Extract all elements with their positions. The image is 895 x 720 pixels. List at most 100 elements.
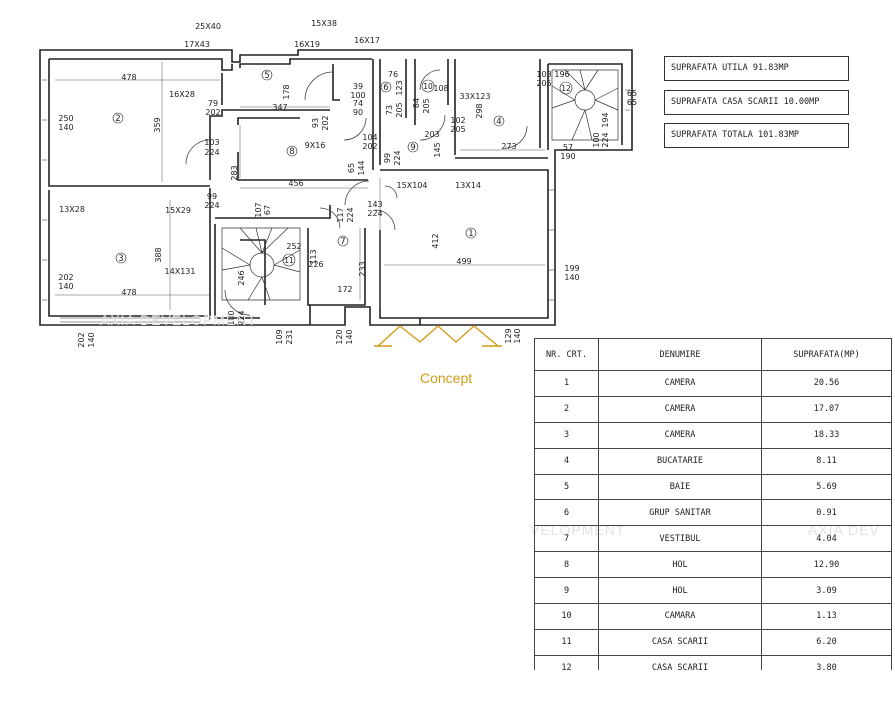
staircase-lower [221, 227, 301, 301]
dim: 65 [347, 163, 356, 173]
dim: 100 [592, 132, 601, 147]
room-number-4: 4 [496, 117, 501, 127]
dim: 205 [536, 79, 551, 88]
dim: 359 [153, 117, 162, 132]
dim: 74 [353, 99, 363, 108]
dim: 273 [501, 142, 516, 151]
row-name: HOL [598, 551, 762, 579]
dim: 73 [385, 105, 394, 115]
dim: 99 [207, 192, 217, 201]
dim: 202 [77, 332, 86, 347]
dim: 250 [58, 114, 73, 123]
dim: 102 [450, 116, 465, 125]
row-number: 9 [534, 577, 599, 605]
dim: 224 [237, 310, 246, 325]
dimension-labels: 25X40 17X43 16X28 79 202 478 347 178 15X… [58, 19, 637, 348]
header-denumire: DENUMIRE [598, 338, 762, 371]
dim: 478 [121, 73, 136, 82]
header-nr-crt: NR. CRT. [534, 338, 599, 371]
dim: 202 [321, 115, 330, 130]
row-area: 12.90 [761, 551, 892, 579]
dim: 16X19 [294, 40, 320, 49]
dim: 15X104 [397, 181, 428, 190]
row-area: 20.56 [761, 370, 892, 397]
room-numbers: 1 2 3 4 5 6 7 8 9 10 11 12 [112, 69, 573, 267]
row-area: 8.11 [761, 447, 892, 475]
dim: 117 [336, 207, 345, 222]
dim: 224 [346, 207, 355, 222]
dim: 202 [362, 142, 377, 151]
dim: 205 [422, 98, 431, 113]
row-name: CAMERA [598, 370, 762, 397]
room-number-3: 3 [118, 254, 123, 264]
dim: 15X29 [165, 206, 191, 215]
row-number: 5 [534, 473, 599, 501]
dim: 224 [204, 148, 219, 157]
row-name: VESTIBUL [598, 525, 762, 553]
dim: 199 [564, 264, 579, 273]
table-header-row: NR. CRT. DENUMIRE SUPRAFATA(MP) [534, 338, 892, 371]
dim: 14X131 [165, 267, 196, 276]
dim: 224 [204, 201, 219, 210]
dim: 129 [504, 328, 513, 343]
dim: 144 [357, 160, 366, 175]
row-name: BUCATARIE [598, 447, 762, 475]
staircase-upper [551, 69, 619, 141]
row-number: 11 [534, 628, 599, 656]
dim: 25X40 [195, 22, 221, 31]
dim: 76 [388, 70, 398, 79]
dim: 226 [308, 260, 323, 269]
dim: 190 [560, 152, 575, 161]
watermark: AXIA DEVELOPMENT [100, 312, 257, 328]
room-number-10: 10 [423, 82, 433, 91]
room-number-6: 6 [383, 83, 388, 93]
row-name: CASA SCARII [598, 628, 762, 656]
row-number: 2 [534, 395, 599, 423]
dim: 15X38 [311, 19, 337, 28]
dim: 224 [393, 150, 402, 165]
dim: 224 [367, 209, 382, 218]
room-number-12: 12 [561, 84, 571, 93]
dim: 202 [58, 273, 73, 282]
room-number-8: 8 [289, 147, 294, 157]
dim: 252 [286, 242, 301, 251]
dim: 196 [554, 70, 569, 79]
dim: 9X16 [305, 141, 326, 150]
row-name: CAMERA [598, 395, 762, 423]
suprafata-totala-box: SUPRAFATA TOTALA 101.83MP [664, 123, 849, 148]
dim: 33X123 [460, 92, 491, 101]
room-number-9: 9 [410, 143, 415, 153]
dim: 120 [335, 329, 344, 344]
dim: 104 [362, 133, 377, 142]
row-area: 17.07 [761, 395, 892, 423]
dim: 205 [395, 102, 404, 117]
dim: 140 [564, 273, 579, 282]
row-number: 1 [534, 370, 599, 397]
row-area: 3.09 [761, 577, 892, 605]
dim: 99 [383, 153, 392, 163]
dim: 224 [601, 132, 610, 147]
room-number-11: 11 [284, 256, 294, 265]
dim: 93 [311, 118, 320, 128]
dim: 13X28 [59, 205, 85, 214]
row-number: 8 [534, 551, 599, 579]
dim: 233 [358, 261, 367, 276]
dim: 16X17 [354, 36, 380, 45]
room-number-1: 1 [468, 229, 473, 239]
dim: 478 [121, 288, 136, 297]
room-number-7: 7 [340, 237, 345, 247]
row-number: 3 [534, 421, 599, 449]
dim: 65 [627, 98, 637, 107]
dim: 57 [563, 143, 573, 152]
dim: 143 [367, 200, 382, 209]
dim: 298 [475, 103, 484, 118]
row-area: 5.69 [761, 473, 892, 501]
